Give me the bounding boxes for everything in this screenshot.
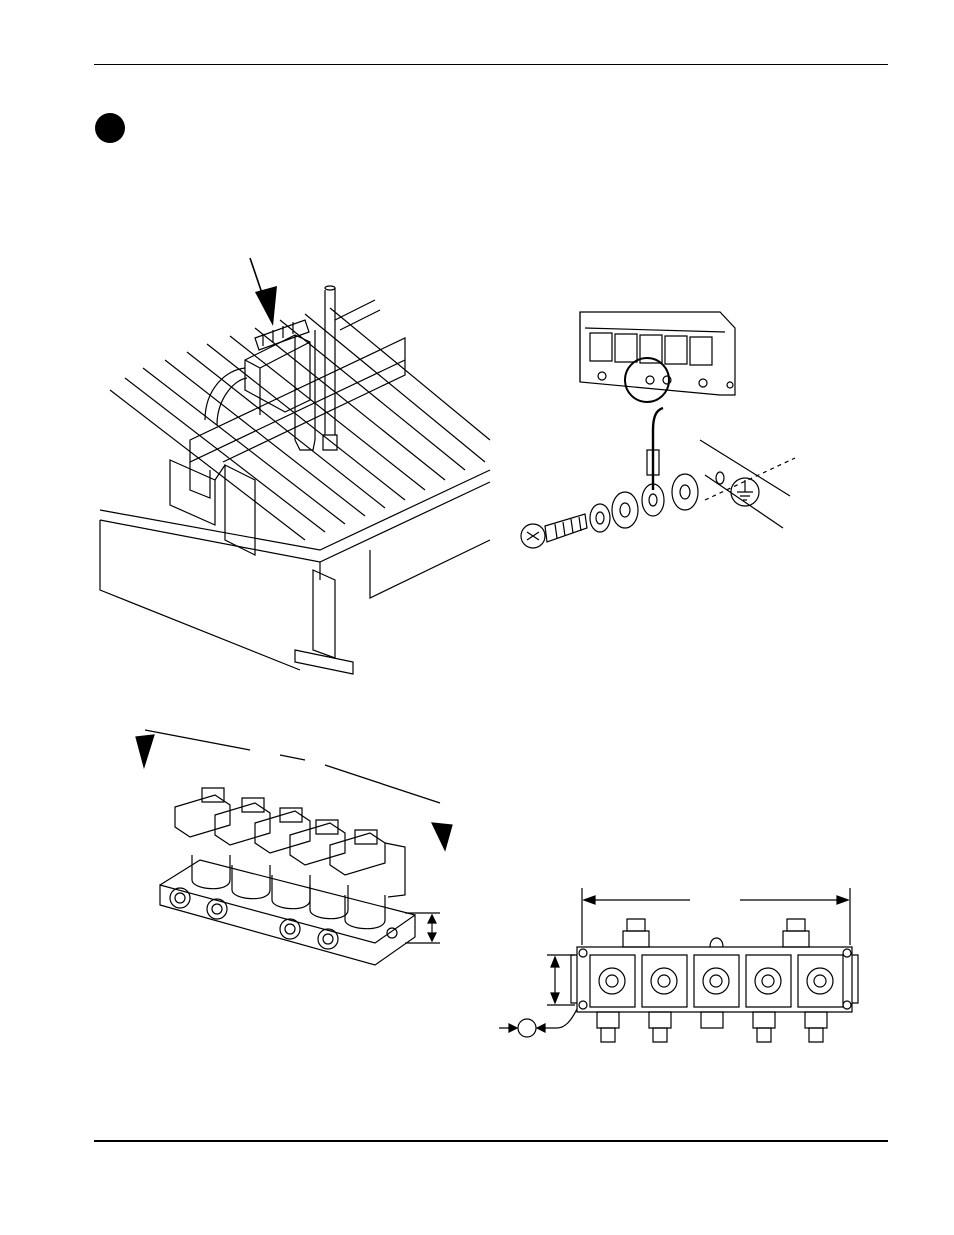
step-marker-icon	[95, 113, 125, 143]
valve-manifold-front-figure	[495, 885, 865, 1055]
dimension-arrow-right-icon	[432, 823, 452, 850]
table-gantry-figure	[95, 250, 495, 690]
header-rule	[94, 64, 888, 65]
ground-connection-figure	[505, 300, 805, 570]
pointer-arrow-icon	[250, 258, 277, 326]
footer-rule	[94, 1140, 888, 1142]
dimension-arrow-left-icon	[136, 735, 154, 767]
table-slats	[110, 308, 490, 540]
valve-manifold-iso-figure	[130, 715, 470, 965]
